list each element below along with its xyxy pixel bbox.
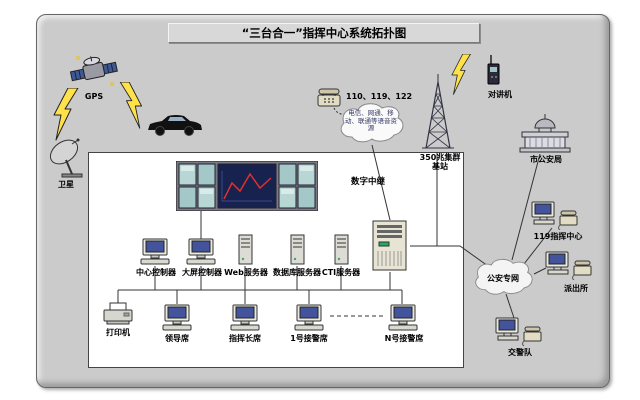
police-station-workstation-icon (544, 250, 594, 284)
voice-cloud-icon (336, 100, 406, 150)
satellite-dish-label: 卫星 (58, 180, 74, 189)
police-station-label: 派出所 (564, 284, 588, 293)
web-server-label: Web服务器 (224, 268, 268, 277)
seat-no1-label: 1号接警席 (290, 334, 328, 343)
cti-server-label: CTI服务器 (321, 268, 361, 277)
commander-seat-icon (228, 304, 262, 336)
base-station-label-line1: 350兆集群 (419, 153, 461, 162)
database-server-label: 数据库服务器 (273, 268, 321, 277)
gps-label: GPS (84, 92, 104, 101)
voice-cloud-text: 电信、网通、移动、联通等语音资源 (345, 109, 397, 132)
video-wall-icon (175, 160, 319, 215)
page-title: “三台合一”指挥中心系统拓扑图 (168, 23, 480, 43)
center-controller-icon (138, 238, 172, 270)
digital-trunk-label: 数字中继 (350, 177, 385, 187)
leader-seat-icon (160, 304, 194, 336)
fire-command-label: 119指挥中心 (533, 232, 583, 241)
satellite-dish-icon (46, 138, 90, 184)
police-network-cloud-icon (470, 256, 536, 302)
traffic-police-label: 交警队 (508, 348, 532, 357)
city-bureau-label: 市公安局 (530, 155, 562, 164)
printer-icon (102, 302, 134, 330)
seat-no1-icon (292, 304, 326, 336)
fire-command-workstation-icon (530, 200, 580, 234)
database-server-icon (289, 234, 307, 270)
base-station-label-line2: 基站 (432, 162, 448, 171)
screen-controller-label: 大屏控制器 (182, 268, 222, 277)
police-network-label: 公安专网 (487, 274, 519, 283)
lightning-bolt-icon (52, 87, 82, 146)
government-building-icon (514, 114, 576, 158)
desk-phone-icon (316, 86, 342, 112)
leader-seat-label: 领导席 (165, 334, 189, 343)
walkie-talkie-label: 对讲机 (488, 90, 512, 99)
radio-tower-icon (420, 74, 456, 156)
center-controller-label: 中心控制器 (136, 268, 176, 277)
cti-server-icon (333, 234, 351, 270)
car-icon (146, 112, 204, 142)
seat-noN-icon (386, 304, 420, 336)
trunk-cabinet-icon (370, 220, 410, 276)
lightning-bolt-icon (448, 53, 476, 100)
seat-noN-label: N号接警席 (384, 334, 424, 343)
printer-label: 打印机 (106, 328, 130, 337)
commander-seat-label: 指挥长席 (229, 334, 261, 343)
traffic-police-workstation-icon (494, 316, 544, 350)
walkie-talkie-icon (486, 54, 504, 92)
lightning-bolt-icon (112, 81, 148, 134)
screen-controller-icon (184, 238, 218, 270)
gps-satellite-icon (69, 52, 118, 94)
trunk-numbers-label: 110、119、122 (346, 92, 413, 101)
web-server-icon (237, 234, 255, 270)
